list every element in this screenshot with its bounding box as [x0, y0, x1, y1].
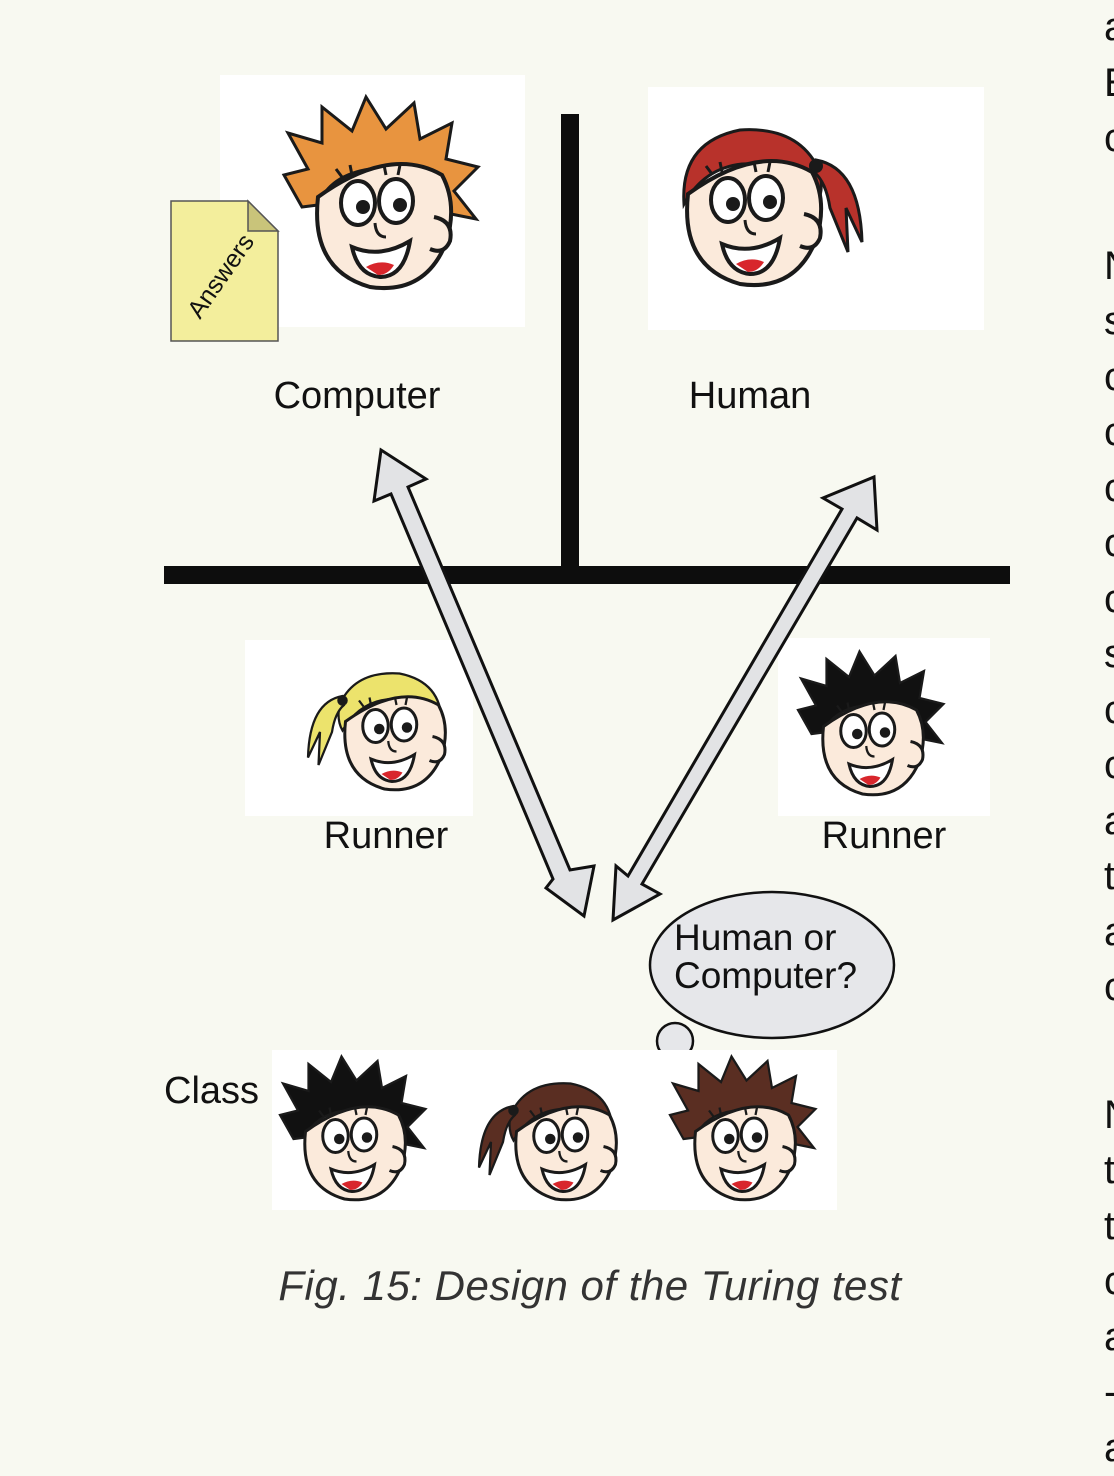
thought-bubble-line2: Computer?	[674, 955, 857, 996]
edge-char: c	[1104, 516, 1114, 572]
edge-char: N	[1104, 239, 1114, 295]
edge-char: c	[1104, 111, 1114, 167]
runner-left-face	[345, 697, 446, 790]
turing-test-diagram: Answers Computer Human Runner Runner	[0, 0, 1114, 1356]
edge-char: -	[1104, 1365, 1114, 1421]
edge-char: t	[1104, 849, 1114, 905]
horizontal-divider	[164, 566, 1010, 584]
edge-char: c	[1104, 1254, 1114, 1310]
edge-char: a	[1104, 1310, 1114, 1366]
runner-right-label: Runner	[822, 815, 947, 857]
edge-char: c	[1104, 350, 1114, 406]
edge-char: a	[1104, 0, 1114, 56]
class-characters	[272, 1050, 837, 1210]
edge-char: c	[1104, 683, 1114, 739]
edge-char: s	[1104, 294, 1114, 350]
computer-face	[317, 164, 451, 288]
runner-right-character	[778, 638, 990, 816]
class-student-1-face	[305, 1107, 406, 1200]
thought-bubble-line1: Human or	[674, 917, 836, 958]
edge-char: s	[1104, 627, 1114, 683]
edge-char: c	[1104, 461, 1114, 517]
figure-caption: Fig. 15: Design of the Turing test	[0, 1262, 1114, 1310]
edge-char: a	[1104, 794, 1114, 850]
edge-char: t	[1104, 1143, 1114, 1199]
class-label: Class	[164, 1070, 259, 1112]
runner-left-label: Runner	[324, 815, 449, 857]
edge-char: c	[1104, 738, 1114, 794]
edge-char: t	[1104, 1199, 1114, 1255]
edge-char: c	[1104, 405, 1114, 461]
edge-char: a	[1104, 1421, 1114, 1476]
edge-char: N	[1104, 1088, 1114, 1144]
edge-char: c	[1104, 960, 1114, 1016]
computer-label: Computer	[274, 375, 441, 417]
clipped-body-text-column: a E c N s c c c c c s c c a t a c N t t …	[1104, 0, 1114, 1356]
runner-right-face	[823, 702, 924, 795]
runner-left-character	[245, 640, 473, 816]
answers-note: Answers	[171, 201, 278, 341]
class-student-3-face	[695, 1107, 796, 1200]
human-face	[687, 161, 821, 285]
vertical-divider	[561, 114, 579, 584]
class-student-2-face	[516, 1107, 617, 1200]
edge-char: E	[1104, 56, 1114, 112]
human-label: Human	[689, 375, 812, 417]
human-character	[648, 87, 984, 330]
edge-char: c	[1104, 572, 1114, 628]
edge-char: a	[1104, 905, 1114, 961]
thought-bubble: Human or Computer?	[633, 892, 894, 1076]
